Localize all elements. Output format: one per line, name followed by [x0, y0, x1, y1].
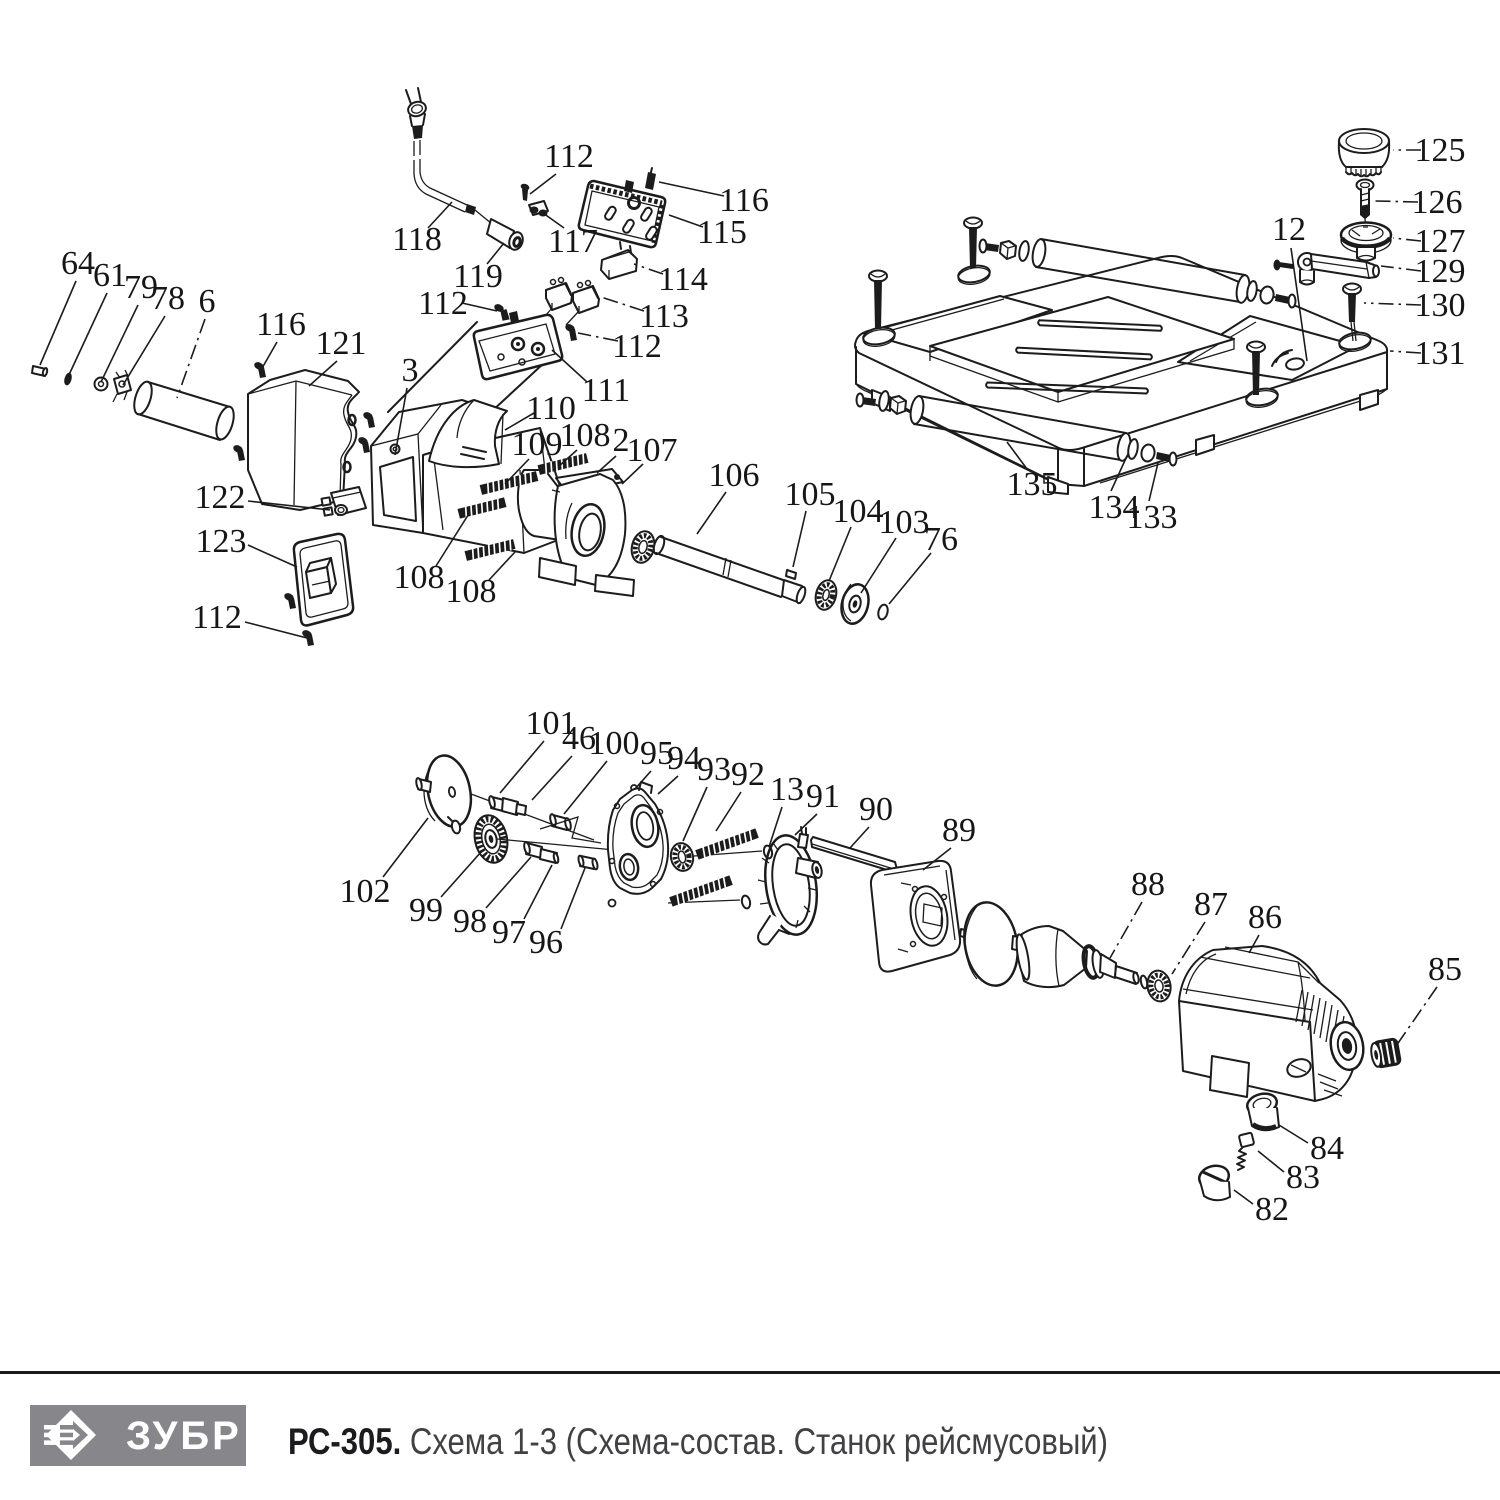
svg-text:113: 113	[639, 298, 689, 335]
svg-text:112: 112	[612, 328, 662, 365]
svg-text:93: 93	[697, 751, 731, 788]
svg-text:107: 107	[627, 432, 678, 469]
svg-text:110: 110	[526, 390, 576, 427]
svg-text:85: 85	[1428, 951, 1462, 988]
svg-text:116: 116	[256, 306, 306, 343]
svg-text:112: 112	[418, 285, 468, 322]
svg-text:ЗУБР: ЗУБР	[126, 1414, 242, 1458]
svg-text:92: 92	[731, 756, 765, 793]
svg-text:122: 122	[195, 479, 246, 516]
svg-text:112: 112	[192, 599, 242, 636]
svg-text:76: 76	[924, 521, 958, 558]
svg-text:105: 105	[785, 476, 836, 513]
svg-text:123: 123	[196, 523, 247, 560]
svg-text:64: 64	[61, 245, 95, 282]
svg-text:118: 118	[392, 221, 442, 258]
svg-text:82: 82	[1255, 1191, 1289, 1228]
svg-text:46: 46	[562, 720, 596, 757]
svg-text:79: 79	[124, 269, 158, 306]
svg-text:130: 130	[1415, 287, 1466, 324]
svg-text:2: 2	[613, 422, 630, 459]
svg-text:125: 125	[1415, 132, 1466, 169]
svg-text:111: 111	[582, 372, 630, 409]
svg-text:108: 108	[560, 417, 611, 454]
svg-text:103: 103	[879, 504, 930, 541]
svg-text:88: 88	[1131, 866, 1165, 903]
svg-text:134: 134	[1089, 489, 1140, 526]
svg-text:126: 126	[1412, 184, 1463, 221]
svg-text:100: 100	[589, 725, 640, 762]
svg-text:101: 101	[526, 705, 577, 742]
svg-text:87: 87	[1194, 886, 1228, 923]
svg-text:90: 90	[859, 791, 893, 828]
svg-text:121: 121	[316, 325, 367, 362]
svg-text:86: 86	[1248, 899, 1282, 936]
svg-text:127: 127	[1415, 223, 1466, 260]
svg-text:96: 96	[529, 924, 563, 961]
svg-text:108: 108	[446, 573, 497, 610]
svg-text:61: 61	[93, 257, 127, 294]
svg-text:84: 84	[1310, 1130, 1344, 1167]
svg-text:115: 115	[697, 214, 747, 251]
svg-text:135: 135	[1007, 466, 1058, 503]
svg-text:133: 133	[1127, 499, 1178, 536]
svg-text:13: 13	[770, 771, 804, 808]
svg-text:12: 12	[1272, 211, 1306, 248]
svg-text:119: 119	[453, 258, 503, 295]
svg-text:104: 104	[833, 493, 884, 530]
svg-text:78: 78	[151, 280, 185, 317]
svg-text:129: 129	[1415, 253, 1466, 290]
svg-text:99: 99	[409, 892, 443, 929]
svg-text:6: 6	[199, 283, 216, 320]
svg-text:89: 89	[942, 812, 976, 849]
svg-text:94: 94	[667, 740, 701, 777]
svg-text:102: 102	[340, 873, 391, 910]
svg-text:114: 114	[658, 261, 708, 298]
svg-text:112: 112	[544, 138, 594, 175]
svg-text:95: 95	[640, 735, 674, 772]
svg-text:106: 106	[709, 457, 760, 494]
svg-text:117: 117	[548, 223, 598, 260]
svg-text:98: 98	[453, 903, 487, 940]
svg-text:91: 91	[806, 778, 840, 815]
svg-text:83: 83	[1286, 1159, 1320, 1196]
svg-text:109: 109	[512, 426, 563, 463]
svg-text:108: 108	[394, 559, 445, 596]
svg-text:116: 116	[719, 182, 769, 219]
svg-text:3: 3	[402, 352, 419, 389]
svg-text:97: 97	[492, 914, 526, 951]
svg-text:131: 131	[1415, 335, 1466, 372]
